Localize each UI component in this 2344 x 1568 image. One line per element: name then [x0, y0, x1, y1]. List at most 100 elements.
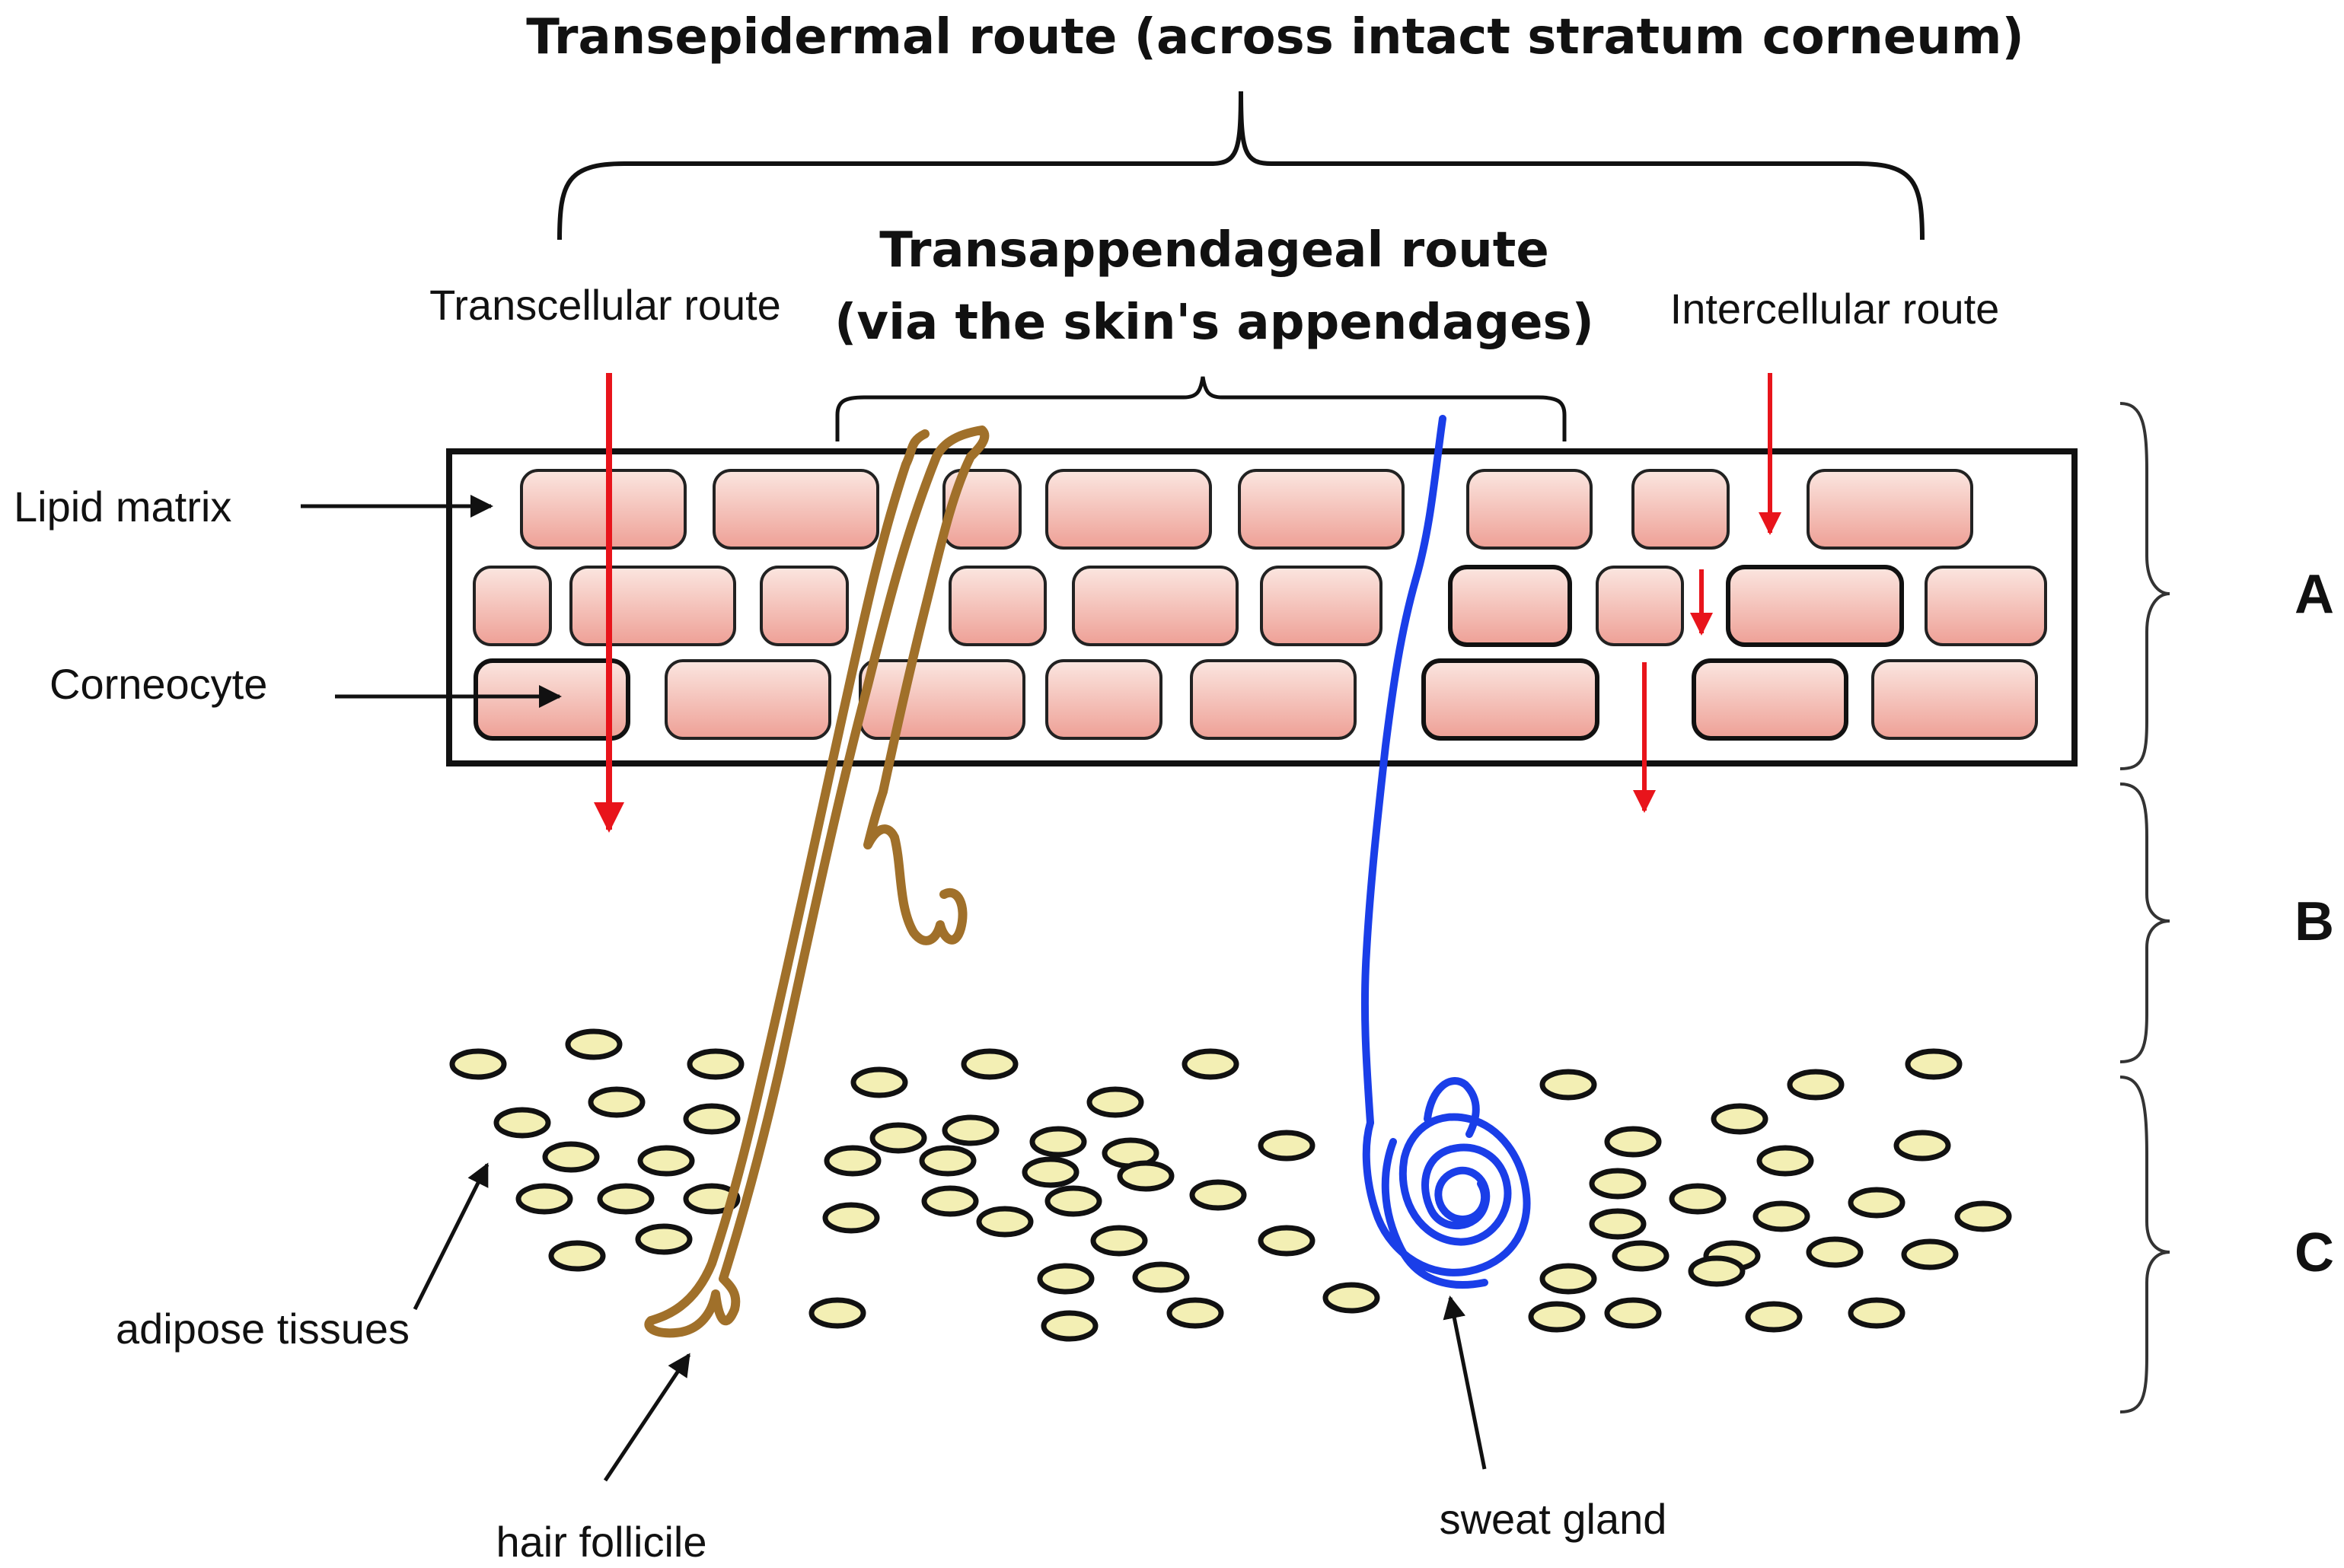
sweat-gland — [1360, 415, 1531, 1289]
layer-b-brace — [2119, 782, 2170, 1063]
adipose-cell — [921, 1185, 979, 1217]
corneocyte-cell — [942, 469, 1022, 550]
adipose-cell — [1086, 1086, 1144, 1118]
corneocyte-cell — [859, 659, 1025, 740]
corneocyte-cell — [473, 566, 552, 646]
adipose-cell — [850, 1066, 908, 1098]
transepidermal-title: Transepidermal route (across intact stra… — [526, 9, 2023, 65]
sweat-duct — [1360, 415, 1446, 1127]
adipose-cell — [1041, 1310, 1099, 1342]
adipose-cell — [1044, 1185, 1102, 1217]
adipose-cell — [1117, 1160, 1175, 1192]
corneocyte-cell — [713, 469, 879, 550]
transappendageal-title-line1: Transappendageal route — [879, 222, 1549, 279]
corneocyte-cell — [1190, 659, 1357, 740]
adipose-cell — [493, 1107, 551, 1139]
corneocyte-cell — [1448, 565, 1572, 647]
corneocyte-cell — [1072, 566, 1239, 646]
corneocyte-cell — [1631, 469, 1730, 550]
corneocyte-cell — [1596, 566, 1684, 646]
corneocyte-cell — [1925, 566, 2047, 646]
adipose-cell — [1090, 1225, 1148, 1257]
adipose-cell — [1711, 1103, 1768, 1135]
adipose-tissues-label: adipose tissues — [116, 1305, 410, 1353]
adipose-cell — [1806, 1236, 1864, 1268]
corneocyte-cell — [1238, 469, 1405, 550]
layer-braces — [2119, 402, 2170, 1413]
sweat-gland-label: sweat gland — [1440, 1495, 1667, 1543]
adipose-cell — [1182, 1048, 1239, 1080]
layer-c-label: C — [2295, 1222, 2334, 1283]
layer-c-brace — [2119, 1076, 2170, 1413]
adipose-cell — [961, 1048, 1019, 1080]
adipose-cell — [1589, 1168, 1647, 1200]
corneocyte-cell — [1045, 469, 1212, 550]
adipose-cell — [1905, 1048, 1963, 1080]
sweat-gland-coil — [1362, 1077, 1531, 1289]
corneocyte-cell — [1726, 565, 1904, 647]
adipose-cell — [1132, 1261, 1190, 1293]
adipose-cell — [683, 1103, 741, 1135]
adipose-cell — [1189, 1179, 1247, 1211]
adipose-cell — [637, 1145, 695, 1177]
adipose-cell — [1604, 1297, 1662, 1329]
adipose-cell — [976, 1206, 1034, 1238]
adipose-cell — [822, 1202, 880, 1234]
adipose-cell — [1589, 1208, 1647, 1240]
corneocyte-cell — [1807, 469, 1973, 550]
corneocyte-cell — [1466, 469, 1593, 550]
adipose-cell — [542, 1141, 600, 1173]
adipose-cell — [1756, 1145, 1814, 1177]
adipose-cell — [1954, 1200, 2012, 1232]
adipose-cell — [824, 1145, 882, 1177]
stratum-corneum — [446, 448, 2078, 766]
hair-follicle-pointer — [603, 1353, 691, 1482]
layer-a-label: A — [2295, 564, 2334, 625]
adipose-cell — [1528, 1301, 1586, 1333]
corneocyte-cell — [569, 566, 736, 646]
corneocyte-cell — [1871, 659, 2038, 740]
adipose-cell — [449, 1048, 507, 1080]
adipose-cell — [1539, 1069, 1597, 1101]
adipose-cell — [683, 1183, 741, 1215]
lipid-matrix-label: Lipid matrix — [14, 483, 231, 531]
hair-follicle-outline — [644, 425, 990, 1338]
adipose-cell — [1745, 1301, 1803, 1333]
adipose-cell — [1166, 1297, 1224, 1329]
adipose-cell — [1688, 1255, 1746, 1287]
adipose-cell — [1258, 1130, 1316, 1162]
adipose-cell — [869, 1122, 927, 1154]
corneocyte-cell — [474, 658, 630, 741]
adipose-cell — [597, 1183, 655, 1215]
transappendageal-title-line2: (via the skin's appendages) — [834, 295, 1594, 351]
adipose-cell — [1029, 1126, 1087, 1158]
sweat-gland-pointer — [1443, 1296, 1487, 1470]
adipose-cell — [1901, 1238, 1959, 1270]
transcellular-route-label: Transcellular route — [429, 281, 781, 329]
adipose-tissues-pointer — [413, 1162, 490, 1311]
adipose-cell — [1669, 1183, 1727, 1215]
adipose-cell — [919, 1145, 977, 1177]
transappendageal-brace — [835, 376, 1567, 441]
corneocyte-cell — [949, 566, 1047, 646]
adipose-cell — [942, 1114, 1000, 1146]
transepidermal-brace — [557, 91, 1925, 241]
adipose-cell — [1539, 1263, 1597, 1295]
intercellular-route-label: Intercellular route — [1670, 285, 2000, 333]
adipose-cell — [635, 1223, 693, 1255]
hair-follicle-label: hair follicile — [496, 1518, 707, 1566]
adipose-cell — [588, 1086, 646, 1118]
adipose-cell — [808, 1297, 866, 1329]
corneocyte-cell — [760, 566, 849, 646]
corneocyte-cell — [1260, 566, 1382, 646]
layer-a-brace — [2119, 402, 2170, 770]
corneocyte-cell — [1692, 658, 1848, 741]
adipose-cell — [1604, 1126, 1662, 1158]
corneocyte-cell — [520, 469, 687, 550]
adipose-cell — [565, 1028, 623, 1060]
layer-b-label: B — [2295, 891, 2334, 952]
adipose-cell — [1037, 1263, 1095, 1295]
hair-follicle — [644, 425, 990, 1338]
adipose-cell — [1322, 1282, 1380, 1314]
